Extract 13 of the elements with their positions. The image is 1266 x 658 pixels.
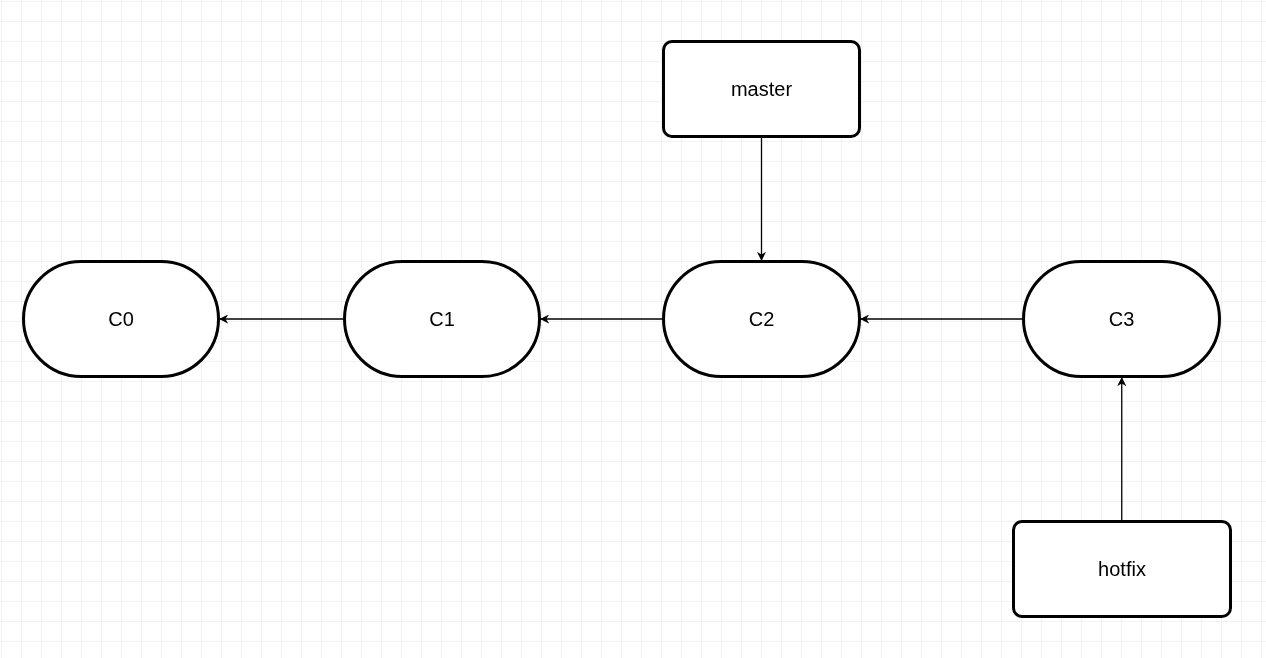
commit-label: C1 — [429, 307, 455, 332]
arrow — [1117, 377, 1127, 521]
branch-box — [1012, 520, 1232, 618]
arrow — [219, 314, 344, 324]
commit-label: C0 — [108, 307, 134, 332]
arrow — [757, 137, 766, 261]
branch-label: hotfix — [1098, 557, 1146, 582]
commit-label: C2 — [748, 307, 775, 332]
commit-label: C3 — [1108, 307, 1135, 332]
branch-label: master — [730, 77, 793, 102]
arrow — [860, 314, 1023, 324]
branch-box — [662, 40, 861, 138]
arrow — [540, 314, 663, 324]
